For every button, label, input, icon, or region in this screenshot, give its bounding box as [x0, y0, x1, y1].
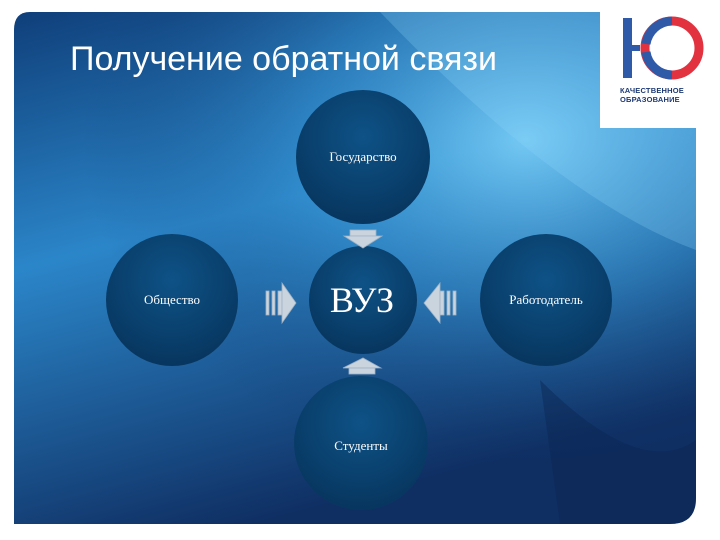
logo-line-2: ОБРАЗОВАНИЕ [620, 95, 680, 104]
arrow-down-icon [342, 229, 384, 249]
arrow-right-icon [265, 281, 297, 325]
circle-university [309, 246, 417, 354]
arrow-left-icon [423, 281, 457, 325]
label-students: Студенты [334, 438, 388, 453]
logo-icon [623, 16, 704, 80]
logo-line-1: КАЧЕСТВЕННОЕ [620, 86, 684, 95]
circle-society [106, 234, 238, 366]
circle-state [296, 90, 430, 224]
circle-employer [480, 234, 612, 366]
label-society: Общество [143, 292, 201, 307]
arrow-up-icon [342, 357, 383, 375]
dark-swoosh [540, 380, 696, 524]
label-state: Государство [329, 149, 397, 164]
logo-text: КАЧЕСТВЕННОЕ ОБРАЗОВАНИЕ [620, 86, 700, 104]
slide-title: Получение обратной связи [70, 40, 498, 78]
circle-students [294, 376, 428, 510]
label-employer: Работодатель [509, 292, 583, 307]
label-university: ВУЗ [329, 280, 395, 320]
